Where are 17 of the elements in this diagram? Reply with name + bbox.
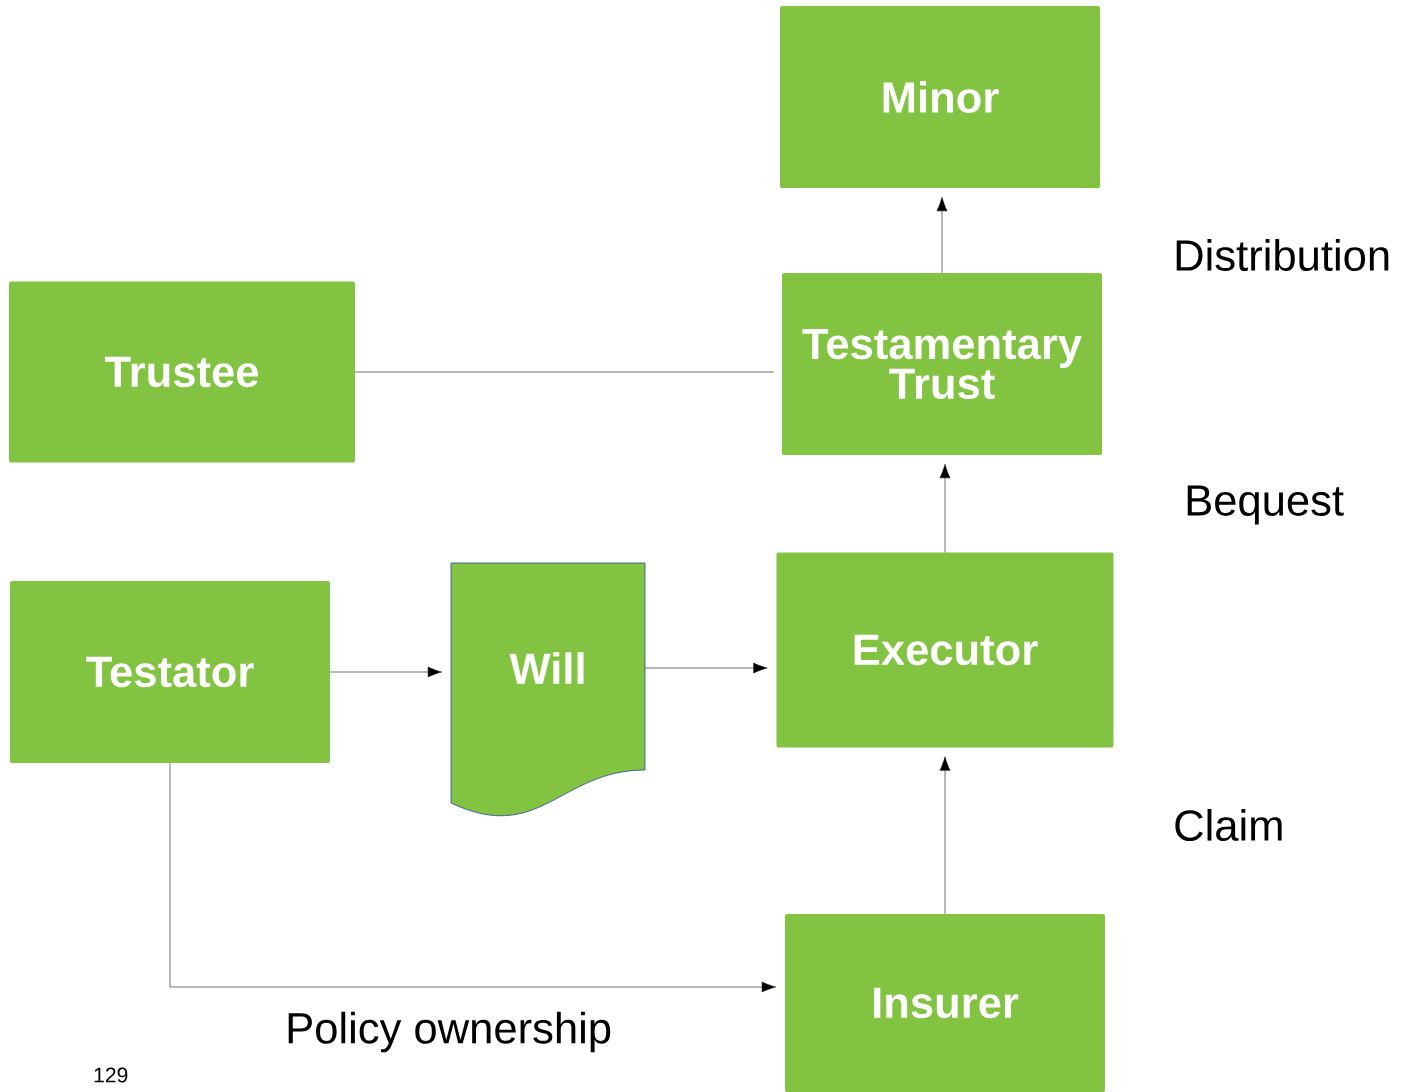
process-box: Insurer	[785, 914, 1105, 1092]
text-label: Distribution	[1176, 239, 1389, 271]
process-box: Executor	[776, 552, 1114, 748]
process-box: Minor	[780, 6, 1100, 188]
text-label: Bequest	[1187, 485, 1344, 525]
arrow	[939, 464, 951, 553]
arrow	[936, 197, 948, 274]
process-box: Testator	[10, 581, 330, 763]
process-box: Trustee	[9, 281, 355, 463]
text-label: 129	[94, 1067, 128, 1083]
arrow	[644, 662, 768, 674]
process-box: Testamentary Trust	[782, 273, 1102, 455]
text-label: Claim	[1175, 809, 1282, 841]
arrow	[169, 762, 776, 993]
text-label: Policy ownership	[288, 1011, 611, 1053]
arrow	[329, 666, 442, 678]
arrow	[939, 756, 951, 915]
